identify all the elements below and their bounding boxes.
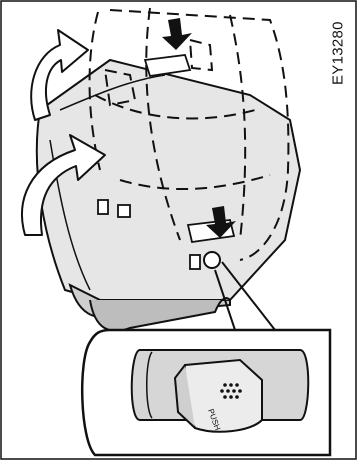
- detail-callout: PUSH: [82, 330, 330, 455]
- arrow-push-top: [162, 18, 192, 50]
- figure-code: EY13280: [318, 8, 357, 98]
- seat-cushion: [37, 60, 300, 331]
